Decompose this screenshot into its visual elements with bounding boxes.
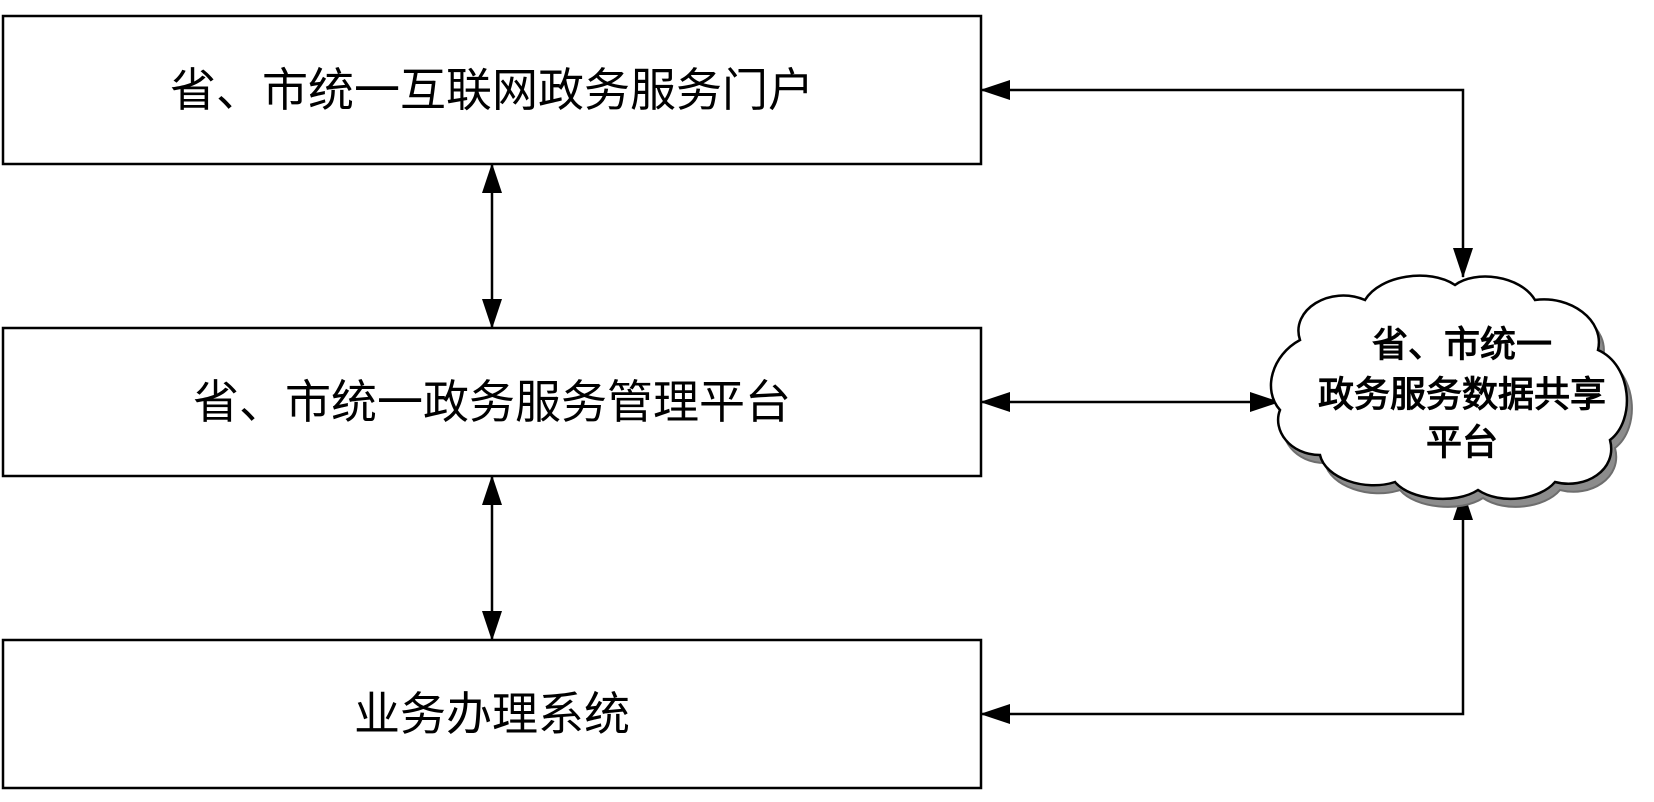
management-label: 省、市统一政务服务管理平台 — [193, 375, 791, 429]
cloud-label-line-1: 省、市统一 — [1372, 325, 1552, 366]
cloud-outline — [1269, 274, 1629, 501]
management-box: 省、市统一政务服务管理平台 — [1, 326, 983, 478]
cloud-label-line-2: 政务服务数据共享 — [1318, 375, 1606, 416]
business-label: 业务办理系统 — [354, 687, 630, 741]
portal-box: 省、市统一互联网政务服务门户 — [1, 14, 983, 166]
data-sharing-cloud: 省、市统一 政务服务数据共享 平台 — [1269, 274, 1633, 508]
connector-portal-cloud — [980, 80, 1473, 278]
business-box: 业务办理系统 — [1, 638, 983, 790]
portal-label: 省、市统一互联网政务服务门户 — [170, 63, 814, 117]
connector-cloud-business — [980, 490, 1473, 724]
cloud-label-line-3: 平台 — [1426, 423, 1498, 464]
